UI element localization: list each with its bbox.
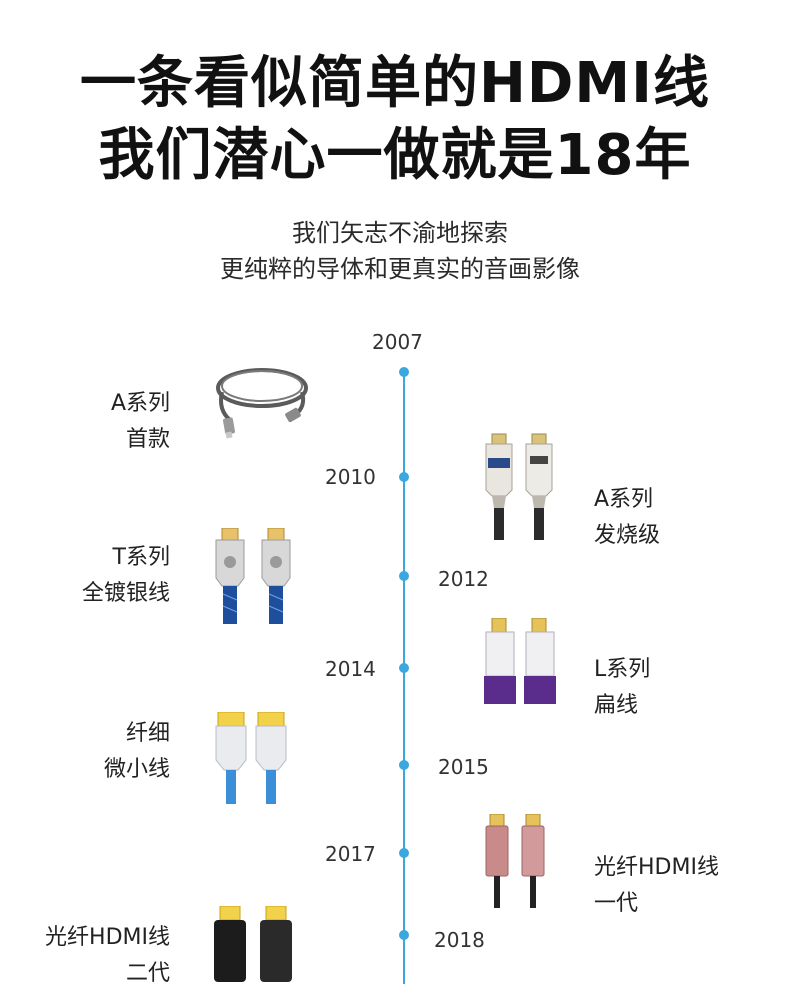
timeline-dot-2017 [399, 848, 409, 858]
headline-line-1: 一条看似简单的HDMI线 [80, 51, 710, 116]
entry-2014-series: L系列 [594, 657, 651, 682]
rose-gold-fiber-hdmi-connectors-image [485, 814, 545, 908]
year-label-2014: 2014 [325, 657, 376, 681]
entry-2014-desc: 扁线 [594, 693, 639, 718]
entry-2017-desc: 一代 [594, 891, 639, 916]
entry-2014-label: L系列 扁线 [594, 652, 650, 724]
timeline-dot-2010 [399, 472, 409, 482]
timeline-dot-2007 [399, 367, 409, 377]
purple-flat-hdmi-connectors-image [484, 618, 556, 704]
timeline-dot-2015 [399, 760, 409, 770]
timeline-dot-2018 [399, 930, 409, 940]
year-label-2010: 2010 [325, 465, 376, 489]
year-label-2018: 2018 [434, 928, 485, 952]
subheadline-line-2: 更纯粹的导体和更真实的音画影像 [220, 255, 580, 283]
entry-2015-label: 纤细 微小线 [60, 716, 170, 788]
entry-2012-desc: 全镀银线 [81, 581, 170, 606]
headline-line-2: 我们潜心一做就是18年 [98, 123, 692, 188]
timeline-axis [403, 372, 405, 984]
entry-2018-desc: 二代 [125, 961, 170, 986]
entry-2012-label: T系列 全镀银线 [40, 540, 170, 612]
year-label-2017: 2017 [325, 842, 376, 866]
entry-2015-desc: 微小线 [103, 757, 170, 782]
black-fiber-hdmi-connectors-image [214, 906, 292, 982]
metal-hdmi-connectors-image [485, 433, 553, 540]
year-label-2012: 2012 [438, 567, 489, 591]
braided-blue-hdmi-connectors-image [215, 528, 291, 624]
coiled-hdmi-cable-image [216, 368, 308, 439]
entry-2018-label: 光纤HDMI线 二代 [20, 920, 170, 992]
subheadline-line-1: 我们矢志不渝地探索 [292, 219, 508, 247]
entry-2007-label: A系列 首款 [60, 386, 170, 458]
entry-2007-desc: 首款 [125, 427, 170, 452]
entry-2012-series: T系列 [112, 545, 170, 570]
entry-2018-series: 光纤HDMI线 [45, 925, 170, 950]
entry-2017-label: 光纤HDMI线 一代 [594, 850, 719, 922]
year-label-2015: 2015 [438, 755, 489, 779]
entry-2010-label: A系列 发烧级 [594, 482, 660, 554]
entry-2010-desc: 发烧级 [594, 523, 661, 548]
entry-2017-series: 光纤HDMI线 [594, 855, 719, 880]
timeline-dot-2014 [399, 663, 409, 673]
entry-2010-series: A系列 [594, 487, 654, 512]
slim-blue-hdmi-connectors-image [215, 712, 287, 804]
entry-2007-series: A系列 [110, 391, 170, 416]
entry-2015-series: 纤细 [125, 721, 170, 746]
timeline-dot-2012 [399, 571, 409, 581]
year-label-2007: 2007 [372, 330, 423, 354]
